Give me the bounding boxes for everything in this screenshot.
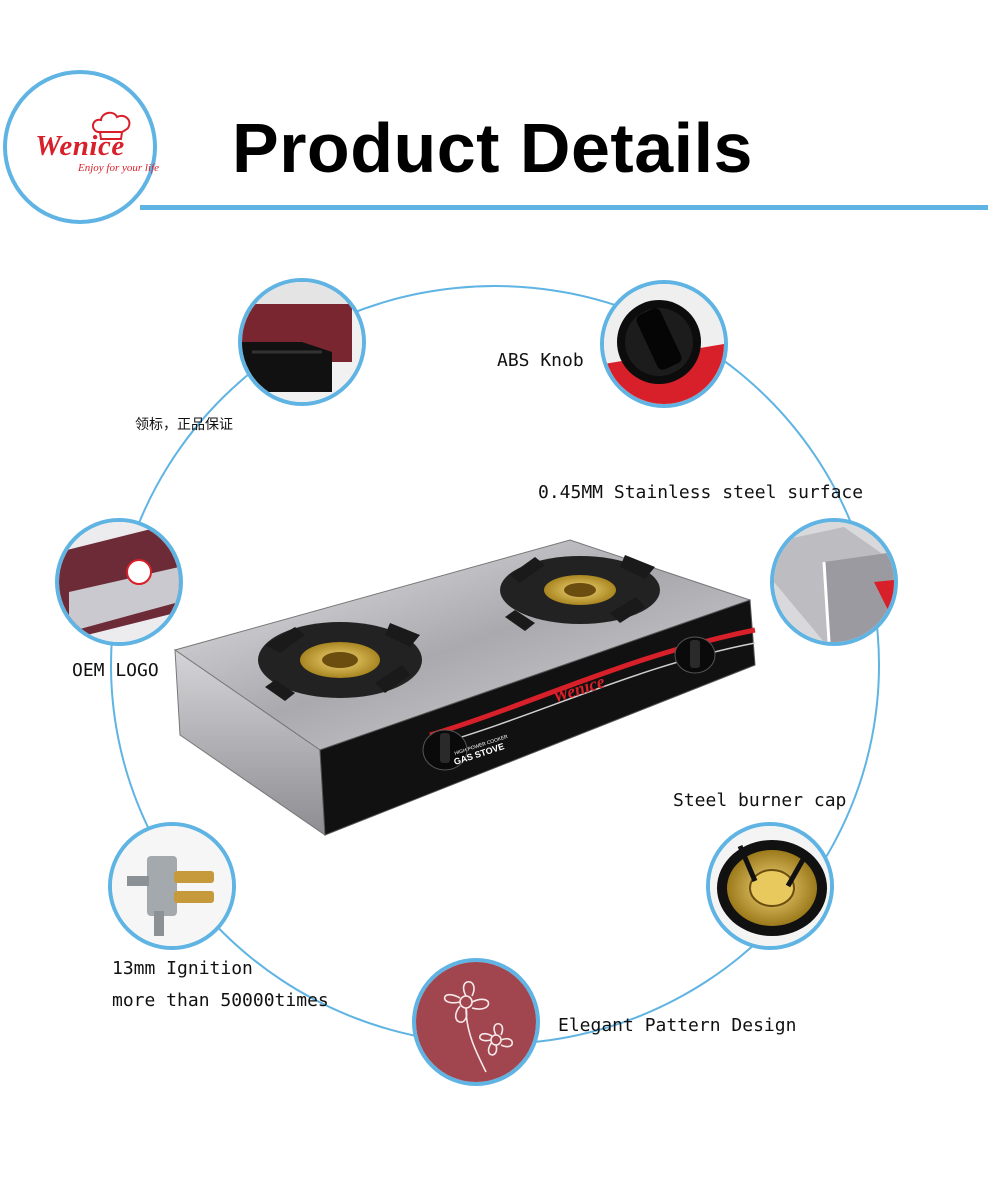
brand-logo xyxy=(3,70,157,224)
feature-image-pattern xyxy=(412,958,540,1086)
header-divider xyxy=(140,205,988,210)
feature-image-knob xyxy=(600,280,728,408)
brand-name: Wenice xyxy=(35,130,125,162)
page-title: Product Details xyxy=(232,109,753,187)
chef-hat-icon xyxy=(92,111,131,140)
feature-image-trademark xyxy=(238,278,366,406)
feature-label-ignition-line2: more than 50000times xyxy=(112,990,329,1011)
brand-tagline: Enjoy for your life xyxy=(78,162,159,174)
feature-image-ignition xyxy=(108,822,236,950)
feature-image-burner-cap xyxy=(706,822,834,950)
gas-stove-image: Wenice GAS STOVE HIGH POWER COOKER xyxy=(173,539,756,836)
feature-image-oem-logo xyxy=(55,518,183,646)
feature-label-burner-cap: Steel burner cap xyxy=(673,790,847,811)
feature-image-surface xyxy=(770,518,898,646)
feature-label-trademark: 领标，正品保证 xyxy=(135,417,233,433)
feature-label-surface: 0.45MM Stainless steel surface xyxy=(538,482,864,503)
feature-label-ignition-line1: 13mm Ignition xyxy=(112,958,253,979)
feature-label-oem-logo: OEM LOGO xyxy=(72,660,159,681)
feature-label-knob: ABS Knob xyxy=(497,350,584,371)
feature-label-pattern: Elegant Pattern Design xyxy=(558,1015,797,1036)
